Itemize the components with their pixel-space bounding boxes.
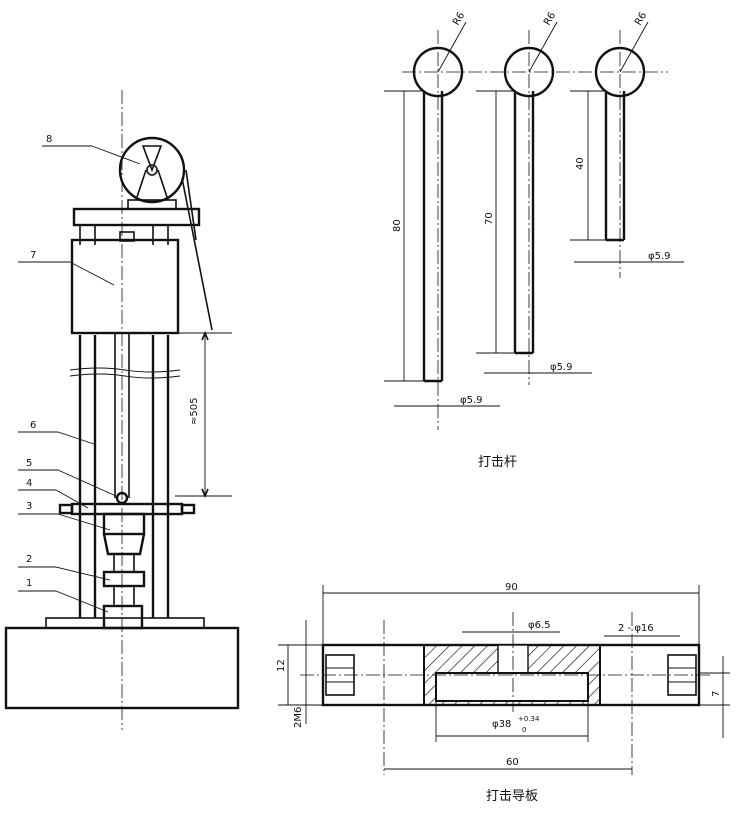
dim-side-holes: 2 - φ16 <box>618 623 654 634</box>
part-2 <box>102 570 146 588</box>
part-3 <box>102 512 146 536</box>
guide-box <box>70 238 180 335</box>
apparatus-base-plate <box>45 617 205 629</box>
callout-5: 5 <box>26 458 32 469</box>
dim-tol-upper: +0.34 <box>518 715 540 723</box>
top-plate <box>72 207 201 227</box>
callout-8: 8 <box>46 134 52 145</box>
dim-recess-diameter: φ38 <box>492 719 511 730</box>
dim-recess-depth: 7 <box>711 691 722 697</box>
callout-6: 6 <box>30 420 36 431</box>
apparatus-anvil <box>102 604 144 630</box>
dim-hole-spacing: 60 <box>506 757 519 768</box>
height-dim-label: ≈505 <box>189 398 200 425</box>
striker-rods-caption: 打击杆 <box>478 455 517 470</box>
guide-plate-caption: 打击导板 <box>486 789 538 804</box>
callout-2: 2 <box>26 554 32 565</box>
callout-7: 7 <box>30 250 36 261</box>
striker-rod-1: R6 80 φ5.9 <box>384 10 500 430</box>
dim-overall-length: 90 <box>505 582 518 593</box>
rod-3-length: 40 <box>575 157 586 170</box>
callout-4: 4 <box>26 478 32 489</box>
rod-1-length: 80 <box>392 219 403 232</box>
dim-hole-diameter: φ6.5 <box>528 620 551 631</box>
rod-3-diameter: φ5.9 <box>648 251 671 262</box>
callout-1: 1 <box>26 578 32 589</box>
striker-rod-3: R6 40 φ5.9 <box>570 10 684 278</box>
striker-rod-2: R6 70 φ5.9 <box>476 10 592 385</box>
pulley <box>118 136 186 204</box>
rod-2-diameter: φ5.9 <box>550 362 573 373</box>
rod-1-diameter: φ5.9 <box>460 395 483 406</box>
apparatus-drawing: ≈505 8 7 6 5 4 3 2 1 <box>4 90 240 730</box>
guide-plate: 90 φ6.5 2 - φ16 12 2M6 7 φ38 +0.34 0 60 … <box>276 582 730 804</box>
dim-thickness: 12 <box>276 659 287 672</box>
part-3-taper <box>102 533 146 556</box>
rod-2-length: 70 <box>484 212 495 225</box>
dim-tol-lower: 0 <box>522 726 526 734</box>
dim-thread: 2M6 <box>293 707 304 728</box>
callout-3: 3 <box>26 501 32 512</box>
striker-rods: R6 80 φ5.9 R6 70 φ5.9 <box>384 10 684 470</box>
part-4-guide-plate <box>70 502 184 516</box>
